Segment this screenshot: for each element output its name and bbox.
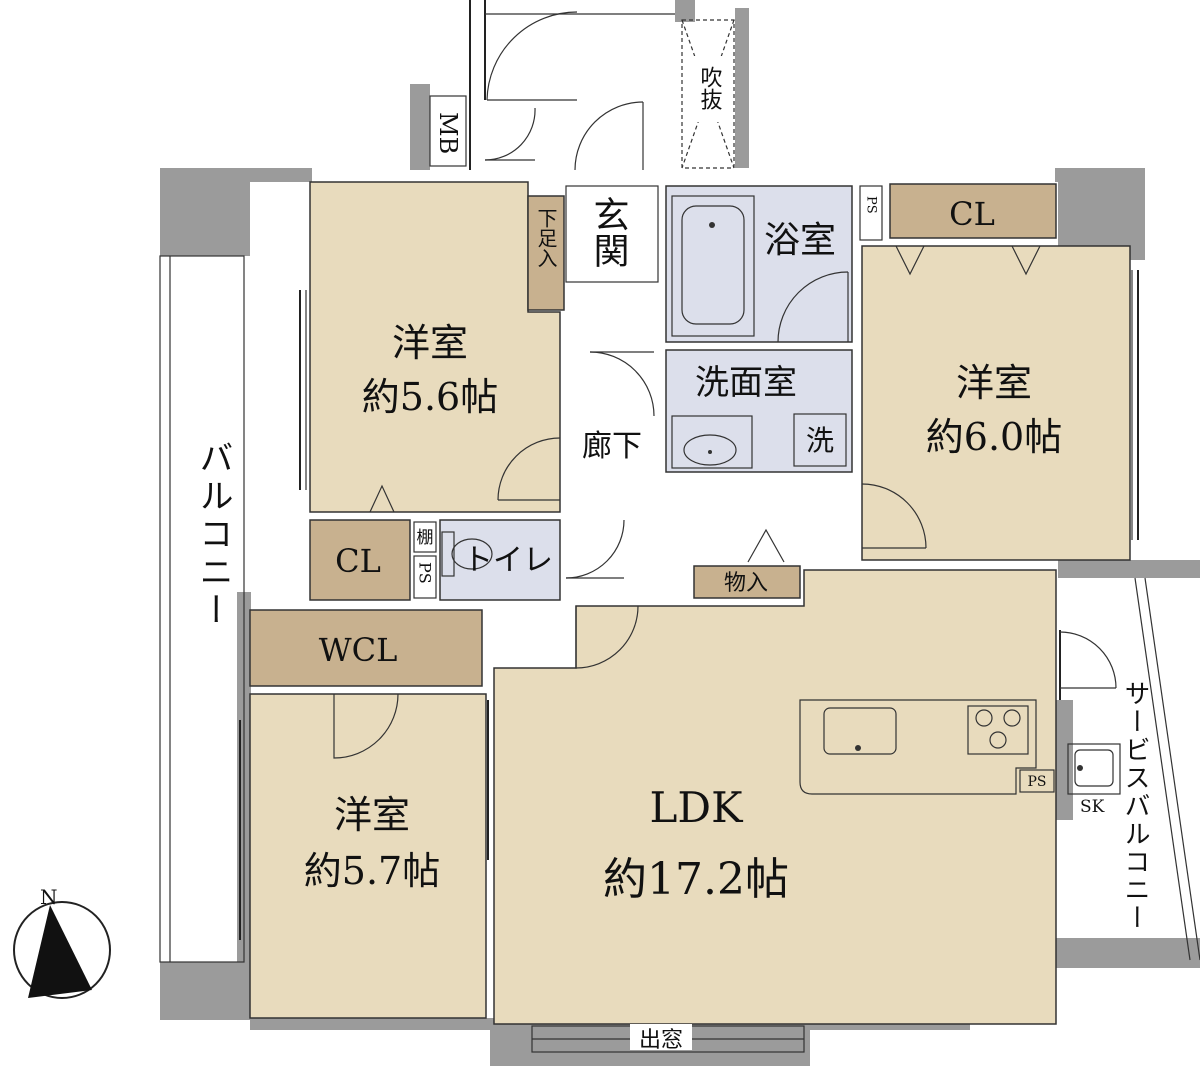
shelf-label: 棚 bbox=[417, 528, 434, 548]
ps-box-top bbox=[859, 185, 883, 241]
mb-box bbox=[429, 95, 467, 167]
compass-icon bbox=[13, 901, 111, 999]
service-balcony bbox=[1067, 577, 1200, 961]
entrance-label: 玄関 bbox=[588, 196, 629, 268]
storage-label: 物入 bbox=[724, 571, 768, 596]
bathroom bbox=[665, 185, 853, 343]
service-balcony-label: サービスバルコニー bbox=[1120, 680, 1150, 932]
room-ldk-name: LDK bbox=[650, 783, 745, 832]
bathroom-label: 浴室 bbox=[764, 220, 836, 261]
ps-box bbox=[413, 555, 437, 599]
shoe-box-label: 下足入 bbox=[534, 208, 558, 268]
closet-1 bbox=[309, 519, 411, 601]
washroom bbox=[665, 349, 853, 473]
room-ldk-size: 約17.2帖 bbox=[603, 854, 789, 905]
room-western-2-name: 洋室 bbox=[956, 361, 1032, 405]
entrance bbox=[565, 185, 659, 283]
ps-kitchen-label: PS bbox=[1027, 774, 1046, 790]
toilet-room bbox=[439, 519, 561, 601]
room-western-1-size: 約5.6帖 bbox=[362, 375, 498, 419]
room-western-2-size: 約6.0帖 bbox=[926, 415, 1062, 459]
balcony-label: バルコニー bbox=[193, 440, 233, 630]
shoe-box bbox=[527, 195, 565, 311]
room-western-3-size: 約5.7帖 bbox=[304, 849, 440, 893]
toilet-icon bbox=[441, 531, 493, 577]
room-western-3-name: 洋室 bbox=[334, 793, 410, 837]
bathtub-icon bbox=[671, 195, 755, 337]
sk-label: SK bbox=[1080, 797, 1105, 817]
bay-window-label: 出窓 bbox=[639, 1028, 683, 1053]
bay-window-label-bg bbox=[630, 1024, 692, 1050]
wcl-label: WCL bbox=[319, 631, 398, 669]
washroom-label: 洗面室 bbox=[695, 363, 797, 403]
washer-label: 洗 bbox=[806, 424, 834, 457]
void-label-bg bbox=[694, 56, 724, 122]
stove-icon bbox=[967, 705, 1029, 755]
closet-2-label: CL bbox=[949, 195, 995, 233]
kitchen-sink-icon bbox=[823, 707, 897, 755]
toilet-label: トイレ bbox=[463, 543, 553, 578]
void-label: 吹抜 bbox=[697, 66, 723, 110]
corridor-label: 廊下 bbox=[582, 429, 642, 464]
ps-small-label: PS bbox=[864, 196, 879, 214]
balcony-left bbox=[159, 255, 245, 963]
room-western-1-name: 洋室 bbox=[392, 321, 468, 365]
north-label: N bbox=[40, 885, 58, 909]
closet-2 bbox=[889, 183, 1057, 239]
walk-in-closet bbox=[249, 609, 483, 687]
sink-icon bbox=[671, 415, 753, 469]
washer-box bbox=[793, 413, 847, 467]
room-western-2 bbox=[861, 245, 1131, 561]
closet-1-label: CL bbox=[335, 542, 381, 580]
shelf-box bbox=[413, 521, 437, 553]
kitchen-counter bbox=[799, 699, 1055, 795]
mb-label: MB bbox=[434, 112, 462, 154]
ps-label: PS bbox=[416, 562, 435, 584]
storage bbox=[693, 565, 801, 599]
room-western-1 bbox=[309, 181, 561, 513]
room-ldk bbox=[493, 569, 1057, 1025]
